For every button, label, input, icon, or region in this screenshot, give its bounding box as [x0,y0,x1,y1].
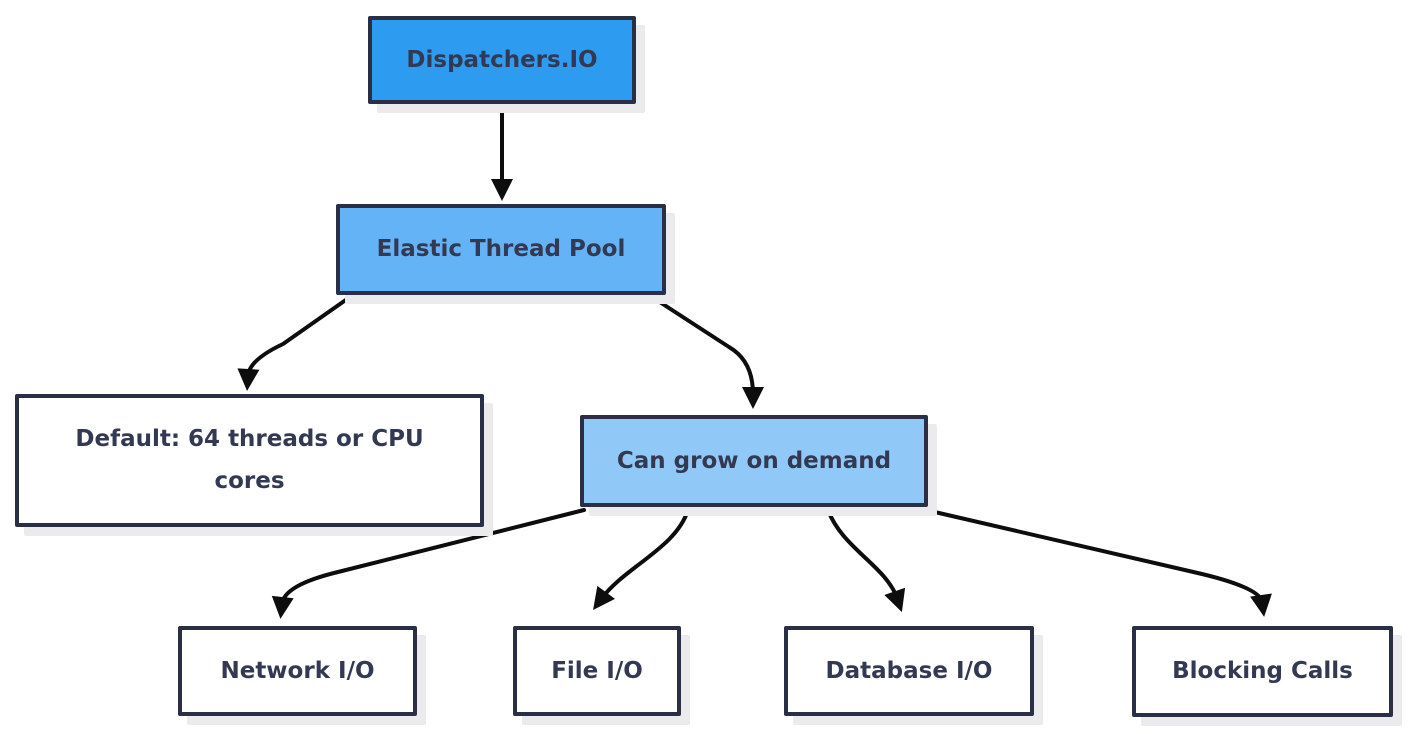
node-file-io: File I/O [513,626,681,716]
node-dispatchers-io: Dispatchers.IO [368,16,636,104]
node-label: Default: 64 threads or CPU cores [75,419,423,502]
node-label-line: cores [214,467,285,494]
node-label: Blocking Calls [1172,658,1353,685]
node-label: File I/O [551,657,643,684]
edge-cangrow-to-database [826,508,906,613]
node-database-io: Database I/O [784,626,1034,716]
node-label: Can grow on demand [616,447,892,474]
node-can-grow-on-demand: Can grow on demand [580,415,928,507]
edge-cangrow-to-file [593,508,690,611]
edge-elastic-to-default [237,295,352,391]
node-label: Dispatchers.IO [406,46,598,73]
node-default-threads: Default: 64 threads or CPU cores [15,394,484,527]
node-label: Elastic Thread Pool [376,236,626,263]
node-label: Network I/O [220,657,375,684]
edge-cangrow-to-blocking [924,508,1272,617]
node-label-line: Default: 64 threads or CPU [75,426,424,453]
node-elastic-thread-pool: Elastic Thread Pool [336,204,666,295]
node-label: Database I/O [825,657,993,684]
node-network-io: Network I/O [178,626,417,716]
node-blocking-calls: Blocking Calls [1132,626,1393,717]
edge-elastic-to-cangrow [650,295,764,409]
